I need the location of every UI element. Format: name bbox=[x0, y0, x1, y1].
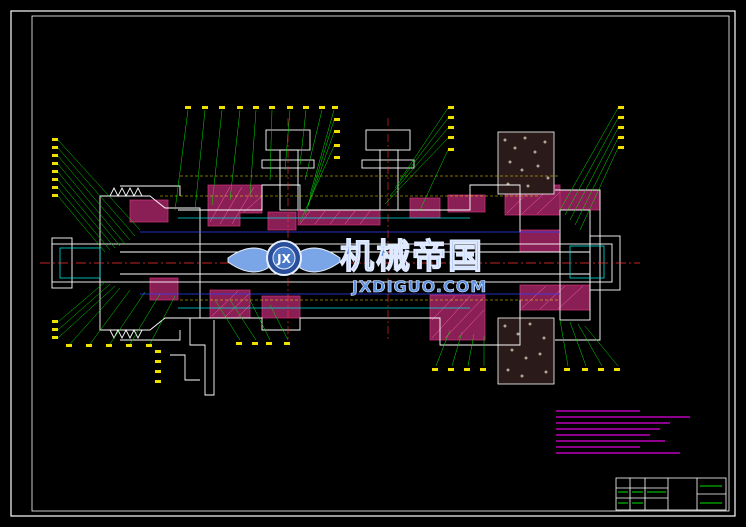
inner-lines bbox=[59, 217, 605, 309]
outline-geometry bbox=[51, 129, 621, 396]
watermark-cn: 机械帝国 bbox=[340, 237, 484, 277]
hatch-lines bbox=[209, 185, 584, 339]
drawing-frame bbox=[10, 10, 736, 517]
guide-lines bbox=[160, 175, 560, 301]
title-block bbox=[615, 477, 727, 511]
balloon-marks bbox=[52, 106, 624, 383]
leader-lines bbox=[57, 107, 619, 367]
watermark-logo: JX bbox=[227, 240, 341, 276]
watermark-logo-text: JX bbox=[276, 252, 291, 266]
watermark-en: JXDIGUO.COM bbox=[351, 277, 487, 296]
technical-notes bbox=[556, 410, 690, 454]
watermark: JX 机械帝国 JXDIGUO.COM bbox=[227, 236, 487, 296]
granular-blocks bbox=[497, 131, 555, 385]
title-block-marks bbox=[618, 485, 722, 504]
